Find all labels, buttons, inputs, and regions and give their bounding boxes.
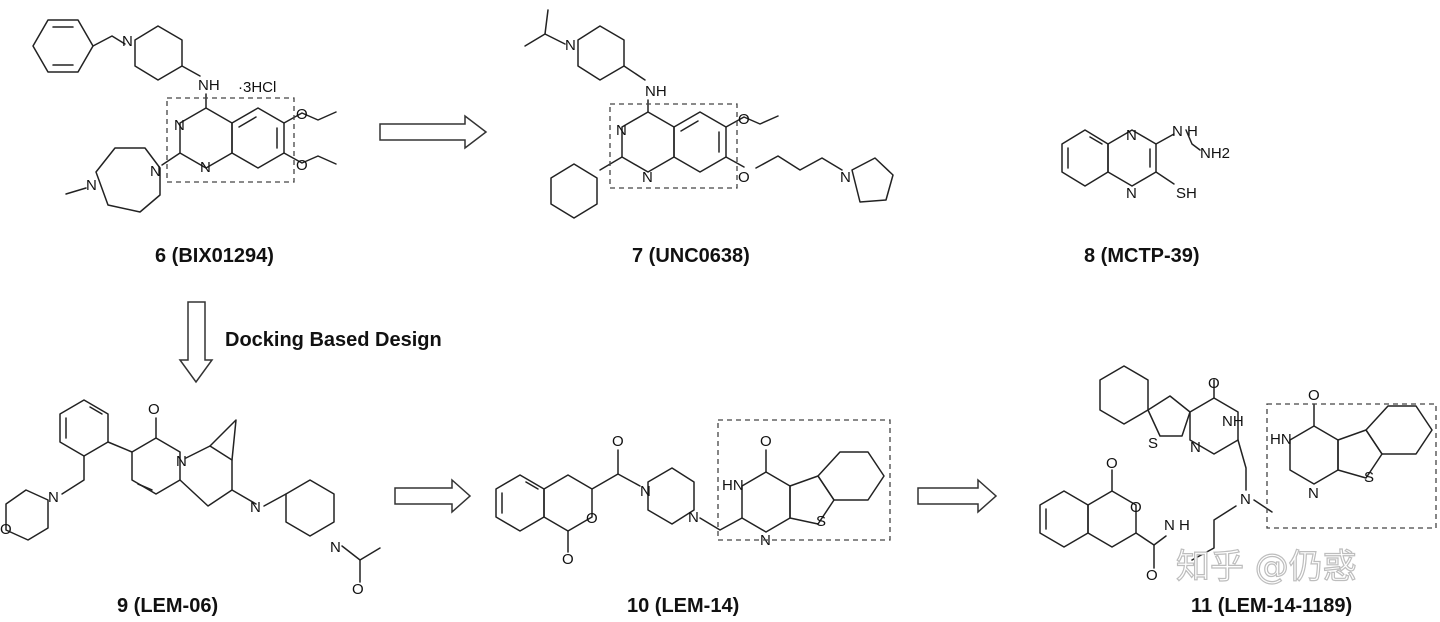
highlight-box <box>1266 403 1437 529</box>
atom-n: N <box>330 539 341 556</box>
compound-10-structure: O O O N N O HN N S <box>495 419 891 568</box>
compound-6-structure: N NH ·3HCl N N O O N N <box>32 19 337 213</box>
atom-n: N <box>1126 127 1137 144</box>
atom-n: N <box>1126 185 1137 202</box>
docking-label: Docking Based Design <box>225 329 442 351</box>
atom-hn: HN <box>722 477 744 494</box>
atom-n: N <box>176 453 187 470</box>
atom-o: O <box>1146 567 1158 584</box>
salt-label: ·3HCl <box>238 79 276 96</box>
atom-s: S <box>816 513 826 530</box>
atom-o: O <box>1308 387 1320 404</box>
highlight-box <box>166 97 295 183</box>
arrow-right <box>394 478 472 514</box>
compound-9-label: 9 (LEM-06) <box>117 595 218 617</box>
atom-s: S <box>1364 469 1374 486</box>
atom-o: O <box>352 581 364 598</box>
atom-n: N <box>640 483 651 500</box>
atom-o: O <box>0 521 12 538</box>
atom-o: O <box>760 433 772 450</box>
atom-n: N <box>150 163 161 180</box>
highlight-box <box>609 103 738 189</box>
atom-n-h: N H <box>1164 517 1190 534</box>
compound-11-structure: S O NH N N O O O N H O HN N S <box>1039 365 1437 584</box>
watermark: 知乎 @仍惑 <box>1176 547 1357 587</box>
atom-n: N <box>174 117 185 134</box>
atom-nh: NH <box>1222 413 1244 430</box>
compound-8-label: 8 (MCTP-39) <box>1084 245 1200 267</box>
atom-n: N <box>1308 485 1319 502</box>
atom-o: O <box>296 106 308 123</box>
atom-nh: NH <box>198 77 220 94</box>
atom-hn: HN <box>1270 431 1292 448</box>
atom-o: O <box>296 157 308 174</box>
atom-n: N <box>250 499 261 516</box>
atom-n: N <box>565 37 576 54</box>
atom-sh: SH <box>1176 185 1197 202</box>
atom-n: N <box>48 489 59 506</box>
arrow-right <box>917 478 998 514</box>
compound-7-label: 7 (UNC0638) <box>632 245 750 267</box>
highlight-box <box>717 419 891 541</box>
compound-9-structure: N O O N N N O <box>0 399 381 598</box>
atom-n: N <box>200 159 211 176</box>
atom-n: N <box>642 169 653 186</box>
atom-o: O <box>1130 499 1142 516</box>
atom-n: N <box>1240 491 1251 508</box>
compound-6-label: 6 (BIX01294) <box>155 245 274 267</box>
atom-s: S <box>1148 435 1158 452</box>
atom-n: N <box>86 177 97 194</box>
atom-o: O <box>586 510 598 527</box>
compound-11-label: 11 (LEM-14-1189) <box>1191 595 1352 617</box>
atom-n: N <box>616 122 627 139</box>
atom-n: N <box>122 33 133 50</box>
atom-nh: NH <box>645 83 667 100</box>
atom-o: O <box>148 401 160 418</box>
compound-8-structure: N N N H NH2 SH <box>1061 123 1230 202</box>
atom-o: O <box>738 169 750 186</box>
atom-n-h: N H <box>1172 123 1198 140</box>
arrow-right <box>379 114 488 150</box>
atom-o: O <box>612 433 624 450</box>
atom-n: N <box>1190 439 1201 456</box>
atom-o: O <box>1208 375 1220 392</box>
atom-n: N <box>688 509 699 526</box>
atom-nh2: NH2 <box>1200 145 1230 162</box>
atom-o: O <box>562 551 574 568</box>
atom-o: O <box>1106 455 1118 472</box>
arrow-down <box>178 301 214 384</box>
atom-n: N <box>840 169 851 186</box>
atom-o: O <box>738 111 750 128</box>
compound-7-structure: N NH N N O O N <box>524 9 894 219</box>
compound-10-label: 10 (LEM-14) <box>627 595 739 617</box>
